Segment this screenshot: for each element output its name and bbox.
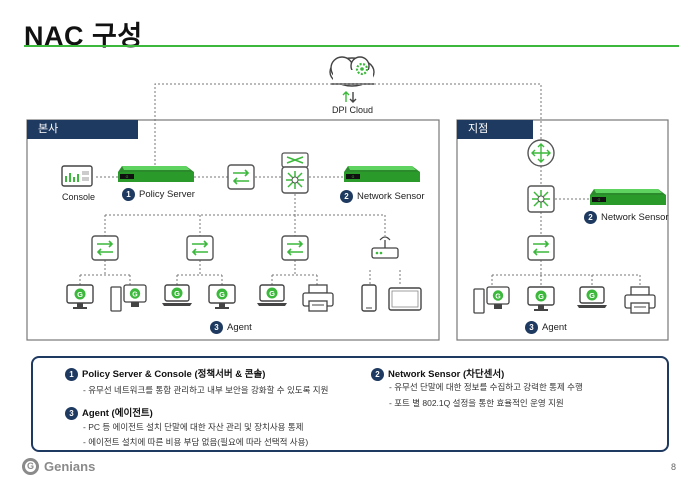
network-sensor-badge: 2	[340, 190, 353, 203]
legend-policy-line-1: - 유무선 네트워크를 통합 관리하고 내부 보안을 강화할 수 있도록 지원	[83, 385, 329, 395]
access-switch-3-icon	[281, 235, 309, 261]
policy-server-text: Policy Server	[139, 189, 195, 200]
legend-agent-heading: 3 Agent (에이전트)	[65, 405, 153, 420]
genians-logo: G Genians	[22, 458, 95, 475]
legend-agent-badge: 3	[65, 406, 78, 420]
policy-server-label: 1 Policy Server	[122, 188, 195, 201]
genians-logo-text: Genians	[44, 459, 96, 474]
hq-pc-1-icon	[66, 284, 94, 310]
console-label: Console	[62, 192, 96, 202]
legend-policy-title: Policy Server & Console (정책서버 & 콘솔)	[82, 369, 266, 380]
hq-router-icon	[281, 152, 309, 168]
branch-pc-icon	[527, 286, 555, 312]
dpi-cloud-label: DPI Cloud	[332, 105, 374, 115]
dpi-cloud-icon	[329, 56, 375, 103]
hq-pc-2-icon	[208, 284, 236, 310]
branch-printer-icon	[624, 286, 656, 314]
legend-sensor-line-1: - 유무선 단말에 대한 정보를 수집하고 강력한 통제 수행	[389, 382, 583, 392]
policy-server-appliance-icon	[118, 166, 194, 182]
legend-policy-heading: 1 Policy Server & Console (정책서버 & 콘솔)	[65, 366, 265, 381]
branch-network-sensor-label: 2 Network Sensor	[584, 211, 669, 224]
branch-agent-label: 3 Agent	[525, 321, 567, 334]
branch-network-sensor-badge: 2	[584, 211, 597, 224]
hq-agent-text: Agent	[227, 322, 252, 333]
hq-core-switch-icon	[281, 166, 309, 194]
branch-core-switch-icon	[527, 185, 555, 213]
wireless-ap-icon	[371, 236, 399, 259]
legend-sensor-title: Network Sensor (차단센서)	[388, 369, 505, 380]
branch-agent-badge: 3	[525, 321, 538, 334]
network-sensor-appliance-icon	[344, 166, 420, 182]
branch-laptop-icon	[576, 286, 608, 309]
branch-section-tag: 지점	[457, 120, 533, 139]
hq-smartphone-icon	[361, 284, 377, 312]
title-underline	[24, 45, 679, 47]
branch-tower-icon	[473, 286, 510, 314]
branch-agent-text: Agent	[542, 322, 567, 333]
hq-tower-1-icon	[110, 284, 147, 312]
console-monitor-icon	[61, 165, 93, 187]
hq-tablet-icon	[388, 287, 422, 311]
legend-agent-title: Agent (에이전트)	[82, 408, 153, 419]
legend-policy-badge: 1	[65, 367, 78, 381]
network-sensor-label: 2 Network Sensor	[340, 190, 425, 203]
branch-network-sensor-text: Network Sensor	[601, 212, 669, 223]
legend-sensor-heading: 2 Network Sensor (차단센서)	[371, 366, 504, 381]
hq-printer-icon	[302, 284, 334, 312]
legend-agent-line-2: - 에이전트 설치에 따른 비용 부담 없음(필요에 따라 선택적 사용)	[83, 437, 309, 447]
hq-uplink-switch-icon	[227, 164, 255, 190]
page-number: 8	[671, 462, 677, 472]
branch-access-switch-icon	[527, 235, 555, 261]
branch-router-icon	[527, 139, 555, 167]
policy-server-badge: 1	[122, 188, 135, 201]
network-sensor-text: Network Sensor	[357, 191, 425, 202]
access-switch-2-icon	[186, 235, 214, 261]
legend-box: 1 Policy Server & Console (정책서버 & 콘솔) - 유…	[31, 356, 669, 452]
hq-agent-label: 3 Agent	[210, 321, 252, 334]
branch-network-sensor-appliance-icon	[590, 189, 666, 205]
legend-agent-line-1: - PC 등 에이전트 설치 단말에 대한 자산 관리 및 장치사용 통제	[83, 422, 304, 432]
legend-sensor-line-2: - 포트 별 802.1Q 설정을 통한 효율적인 운영 지원	[389, 398, 564, 408]
hq-laptop-2-icon	[256, 284, 288, 307]
hq-section-tag: 본사	[27, 120, 138, 139]
hq-agent-badge: 3	[210, 321, 223, 334]
access-switch-1-icon	[91, 235, 119, 261]
legend-sensor-badge: 2	[371, 367, 384, 381]
hq-laptop-1-icon	[161, 284, 193, 307]
genians-logo-icon: G	[22, 458, 39, 475]
